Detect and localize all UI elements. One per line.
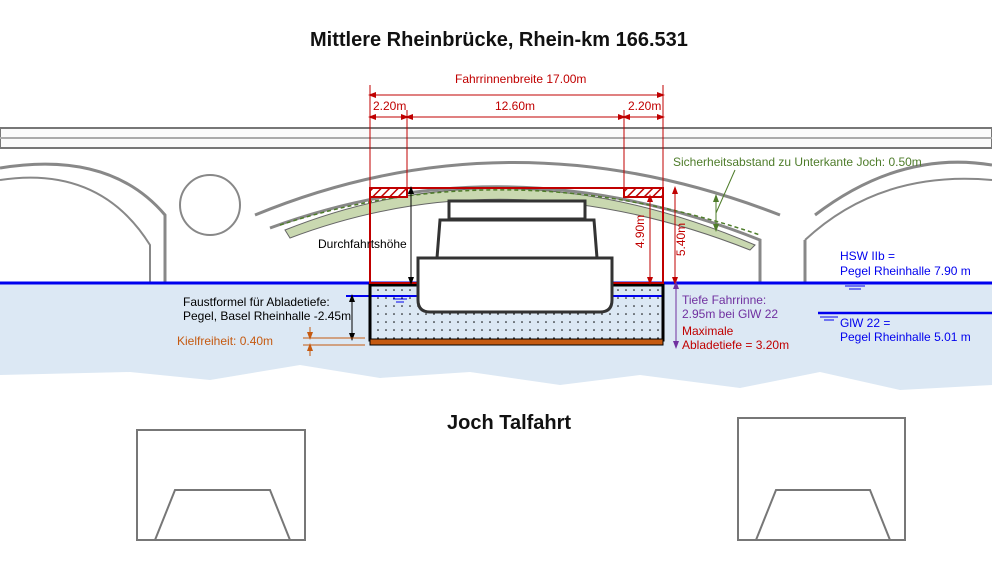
dim-left: 2.20m bbox=[373, 99, 407, 113]
dim-fahrrinnenbreite: Fahrrinnenbreite 17.00m bbox=[455, 72, 587, 86]
channel-bed bbox=[369, 338, 664, 346]
label-max-1: Maximale bbox=[682, 324, 734, 338]
label-tiefe-2: 2.95m bei GlW 22 bbox=[682, 307, 779, 321]
label-kielfreiheit: Kielfreiheit: 0.40m bbox=[177, 334, 274, 348]
label-faustformel-2: Pegel, Basel Rheinhalle -2.45m bbox=[183, 309, 352, 323]
diagram-title: Mittlere Rheinbrücke, Rhein-km 166.531 bbox=[310, 29, 688, 51]
label-max-2: Abladetiefe = 3.20m bbox=[682, 338, 790, 352]
label-sicherheitsabstand: Sicherheitsabstand zu Unterkante Joch: 0… bbox=[673, 155, 922, 169]
label-glw-2: Pegel Rheinhalle 5.01 m bbox=[840, 330, 971, 344]
dim-490: 4.90m bbox=[633, 214, 648, 249]
label-glw-1: GlW 22 = bbox=[840, 316, 891, 330]
dim-540: 5.40m bbox=[674, 222, 689, 257]
water-level-symbols bbox=[393, 285, 865, 321]
label-hsw-1: HSW IIb = bbox=[840, 249, 896, 263]
bridge-arches bbox=[0, 160, 992, 283]
bridge-deck bbox=[0, 127, 992, 149]
dim-center: 12.60m bbox=[495, 99, 536, 113]
subtitle: Joch Talfahrt bbox=[447, 412, 572, 434]
label-hsw-2: Pegel Rheinhalle 7.90 m bbox=[840, 264, 971, 278]
ship bbox=[416, 199, 614, 314]
dim-right: 2.20m bbox=[628, 99, 662, 113]
bridge-piers bbox=[136, 417, 906, 541]
label-faustformel-1: Faustformel für Abladetiefe: bbox=[183, 295, 330, 309]
label-durchfahrtshoehe: Durchfahrtshöhe bbox=[318, 237, 407, 251]
label-tiefe-1: Tiefe Fahrrinne: bbox=[682, 293, 767, 307]
safety-margin-band bbox=[284, 188, 756, 251]
